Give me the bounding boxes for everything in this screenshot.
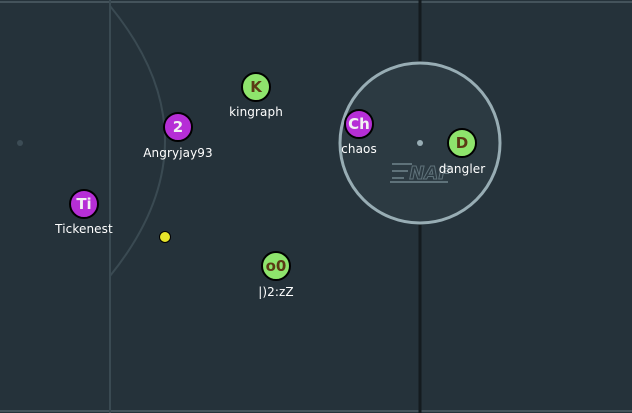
player-name: dangler [438, 162, 486, 176]
player-chaos[interactable]: Ch [344, 109, 374, 139]
player-tickenest[interactable]: Ti [69, 189, 99, 219]
logo-stripe [392, 163, 412, 165]
center-spot [417, 140, 423, 146]
player-avatar: 2 [172, 117, 184, 136]
player-kingraph[interactable]: K [241, 72, 271, 102]
player-name: kingraph [229, 105, 283, 119]
player-avatar: D [455, 133, 469, 152]
player-zz[interactable]: o0 [261, 251, 291, 281]
player-avatar: Ch [348, 114, 370, 133]
logo-stripe [392, 170, 408, 172]
player-name: Angryjay93 [143, 146, 213, 160]
ball[interactable] [159, 231, 171, 243]
logo-text: NAF [409, 163, 451, 184]
player-avatar: o0 [265, 256, 287, 275]
player-name: chaos [341, 142, 377, 156]
player-dangler[interactable]: D [447, 128, 477, 158]
center-logo: NAF [390, 163, 452, 185]
player-avatar: Ti [76, 194, 92, 213]
player-angryjay93[interactable]: 2 [163, 112, 193, 142]
logo-underline [390, 181, 448, 183]
player-avatar: K [250, 77, 262, 96]
penalty-spot [17, 140, 23, 146]
player-name: |)2:zZ [258, 285, 294, 299]
penalty-arc [109, 5, 166, 277]
player-name: Tickenest [55, 222, 113, 236]
logo-stripe [392, 177, 404, 179]
